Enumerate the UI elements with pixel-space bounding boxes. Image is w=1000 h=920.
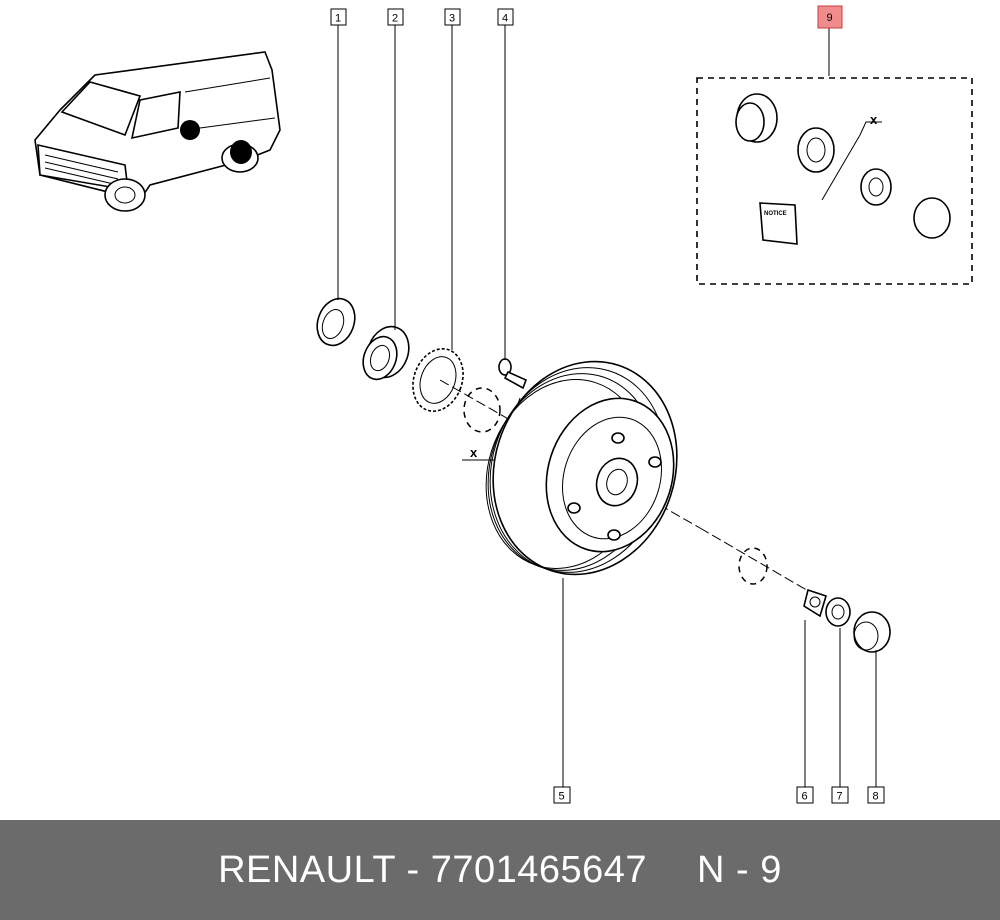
inner-bearing-ghost — [463, 387, 501, 433]
svg-text:8: 8 — [873, 791, 879, 803]
callout-5: 5 — [553, 786, 571, 804]
svg-text:6: 6 — [802, 791, 808, 803]
callout-6: 6 — [796, 786, 814, 804]
svg-text:2: 2 — [392, 13, 398, 25]
callout-1: 1 — [330, 8, 347, 26]
part-5-brake-drum — [485, 360, 678, 576]
part-2-bearing — [362, 325, 410, 381]
kit-box: NOTICE x — [696, 77, 973, 285]
exploded-parts-diagram: x — [34, 5, 973, 804]
van-illustration — [34, 51, 281, 212]
svg-text:4: 4 — [502, 13, 508, 25]
callout-7: 7 — [831, 786, 849, 804]
axis-x-label-kit: x — [870, 112, 878, 127]
callout-4: 4 — [497, 8, 514, 26]
callout-9-kit: 9 — [817, 5, 843, 29]
part-6-thrust-washer — [803, 588, 827, 618]
hub-location-marker — [180, 120, 200, 140]
notice-label: NOTICE — [764, 211, 787, 217]
svg-text:1: 1 — [335, 13, 341, 25]
callout-3: 3 — [444, 8, 461, 26]
diagram-reference: N - 9 — [697, 848, 782, 891]
svg-text:9: 9 — [827, 12, 833, 24]
part-4-wheel-stud — [498, 358, 528, 390]
part-1-seal — [316, 297, 356, 347]
part-8-hub-cap — [853, 611, 891, 653]
callout-2: 2 — [387, 8, 404, 26]
part-number-footer: RENAULT - 7701465647 N - 9 — [0, 820, 1000, 920]
outer-bearing-ghost — [738, 547, 768, 585]
brand-part-number: RENAULT - 7701465647 — [218, 848, 648, 891]
part-7-hub-nut — [825, 597, 851, 627]
callout-8: 8 — [867, 786, 885, 804]
svg-text:7: 7 — [837, 791, 843, 803]
svg-text:5: 5 — [559, 791, 565, 803]
rear-wheel-marker — [230, 140, 252, 164]
axis-x-label-main: x — [470, 445, 478, 460]
part-3-abs-ring — [412, 348, 464, 412]
svg-text:3: 3 — [449, 13, 455, 25]
